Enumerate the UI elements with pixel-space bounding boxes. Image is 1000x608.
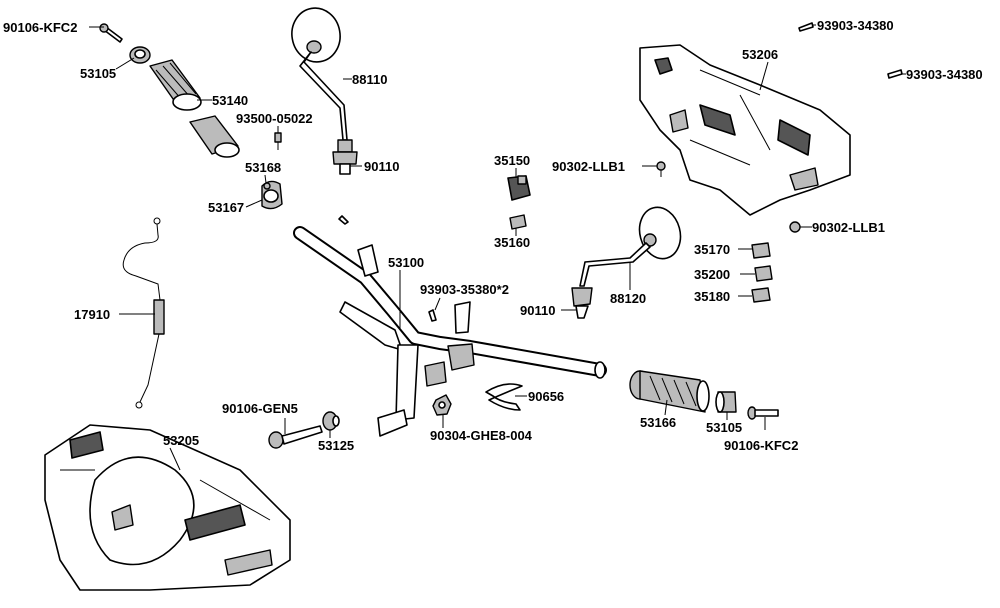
- screw-90106-kfc2-bottom: [747, 406, 779, 420]
- mirror-88110: [291, 7, 353, 153]
- callout-labels: 90106-KFC2 53105 53140 93500-05022 53168…: [3, 18, 983, 453]
- leader-lines: [89, 24, 906, 471]
- screw-93500-05022: [274, 132, 282, 150]
- label-93500-05022: 93500-05022: [236, 111, 313, 126]
- label-35150: 35150: [494, 153, 530, 168]
- label-53166: 53166: [640, 415, 676, 430]
- spacer-53125: [322, 411, 340, 431]
- label-90302-llb1-right: 90302-LLB1: [812, 220, 885, 235]
- grip-53166: [629, 370, 710, 413]
- screw-90106-kfc2-top: [99, 23, 123, 43]
- switch-part-35170: [751, 242, 771, 259]
- bar-end-cap-53105-right: [715, 391, 737, 413]
- mirror-adapter-90110-left: [332, 151, 358, 175]
- switch-part-35200: [754, 265, 773, 282]
- switch-35150: [507, 175, 531, 201]
- label-90106-kfc2-bottom: 90106-KFC2: [724, 438, 798, 453]
- bar-end-cap-53105-left: [129, 46, 151, 64]
- handlebar-53100: [293, 226, 607, 437]
- screw-93903-34380-right: [887, 69, 903, 79]
- nut-90304-ghe8-004: [432, 394, 452, 416]
- label-53205: 53205: [163, 433, 199, 448]
- label-93903-34380-top: 93903-34380: [817, 18, 894, 33]
- label-93903-35380x2: 93903-35380*2: [420, 282, 509, 297]
- grip-53140: [149, 59, 240, 158]
- label-53206: 53206: [742, 47, 778, 62]
- screw-small-bar: [338, 215, 349, 225]
- mirror-88120: [579, 206, 682, 287]
- label-17910: 17910: [74, 307, 110, 322]
- switch-part-35160: [509, 214, 527, 230]
- mirror-adapter-90110-right: [571, 287, 593, 319]
- label-88110: 88110: [352, 72, 387, 87]
- label-35160: 35160: [494, 235, 530, 250]
- label-53105-right: 53105: [706, 420, 742, 435]
- throttle-housing-53167: [261, 180, 283, 210]
- label-35170: 35170: [694, 242, 730, 257]
- label-90656: 90656: [528, 389, 564, 404]
- label-53100: 53100: [388, 255, 424, 270]
- switch-part-35180: [751, 287, 771, 303]
- screw-93903-35380: [428, 309, 437, 322]
- label-53105-left: 53105: [80, 66, 116, 81]
- screw-93903-34380-top: [798, 22, 814, 32]
- screw-90302-llb1-top: [656, 161, 666, 177]
- label-35180: 35180: [694, 289, 730, 304]
- label-90110-right: 90110: [520, 303, 555, 318]
- bolt-90106-gen5: [268, 425, 323, 449]
- label-90110-left: 90110: [364, 159, 399, 174]
- label-35200: 35200: [694, 267, 730, 282]
- label-93903-34380-right: 93903-34380: [906, 67, 983, 82]
- label-53167: 53167: [208, 200, 244, 215]
- throttle-cable-17910: [122, 217, 165, 409]
- label-88120: 88120: [610, 291, 646, 306]
- rear-handlebar-cover-53206: [639, 44, 851, 216]
- front-handlebar-cover-53205: [44, 424, 291, 591]
- label-53168: 53168: [245, 160, 281, 175]
- label-90302-llb1-top: 90302-LLB1: [552, 159, 625, 174]
- label-90106-kfc2-top: 90106-KFC2: [3, 20, 77, 35]
- screw-90302-llb1-right: [789, 221, 801, 233]
- label-90106-gen5: 90106-GEN5: [222, 401, 298, 416]
- band-90656: [485, 383, 523, 411]
- label-53140: 53140: [212, 93, 248, 108]
- label-53125: 53125: [318, 438, 354, 453]
- label-90304-ghe8-004: 90304-GHE8-004: [430, 428, 533, 443]
